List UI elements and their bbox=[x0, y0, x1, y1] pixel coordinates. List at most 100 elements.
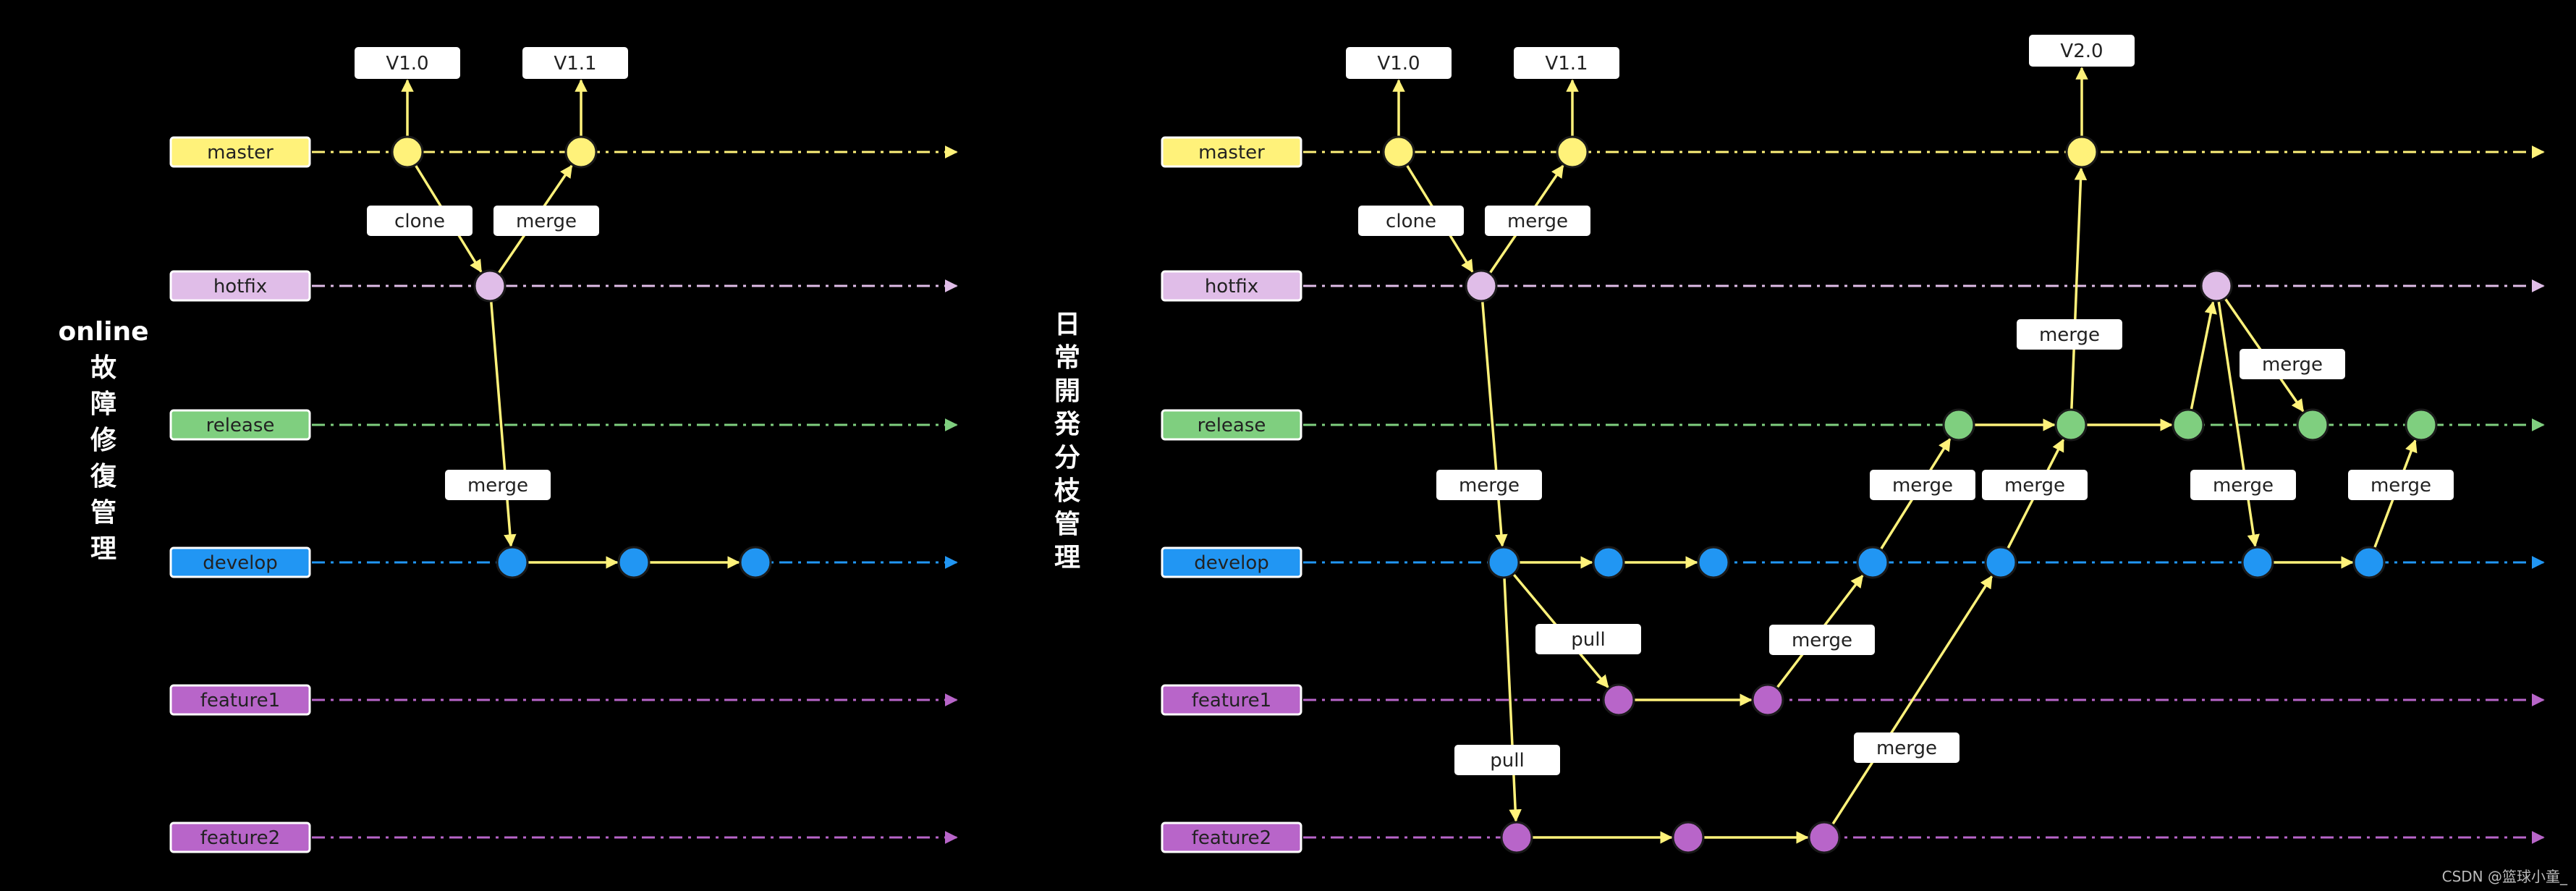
commit-node-develop bbox=[1487, 546, 1520, 579]
edge-label-merge: merge bbox=[2262, 354, 2323, 376]
edge-label-merge: merge bbox=[516, 211, 577, 232]
branch-label-feature2: feature2 bbox=[200, 827, 280, 849]
branch-label-feature1: feature1 bbox=[1192, 690, 1271, 711]
commit-node-release bbox=[2405, 408, 2438, 442]
edge-label-merge: merge bbox=[2004, 475, 2065, 497]
branch-box-release bbox=[169, 409, 311, 441]
commit-node-feature2 bbox=[1672, 821, 1705, 854]
tag-box bbox=[1346, 47, 1452, 79]
commit-node-master bbox=[391, 135, 424, 169]
diagram-title: 日常開発分枝管理 bbox=[1054, 310, 1081, 573]
edge-label-box bbox=[1982, 470, 2088, 500]
edge-label-clone: clone bbox=[1386, 211, 1436, 232]
commit-node-release bbox=[2172, 408, 2205, 442]
edge-label-box bbox=[2017, 319, 2122, 350]
commit-node-hotfix bbox=[1465, 269, 1498, 303]
edge-label-box bbox=[367, 206, 473, 236]
edge-h1-d1 bbox=[1480, 300, 1508, 547]
tag-label: V2.0 bbox=[2060, 41, 2103, 62]
commit-node-hotfix bbox=[2200, 269, 2233, 303]
branch-box-master bbox=[1161, 136, 1302, 168]
commit-node-feature1 bbox=[1751, 683, 1784, 717]
branch-label-master: master bbox=[207, 142, 274, 164]
edge-label-box bbox=[2348, 470, 2454, 500]
branch-box-release bbox=[1161, 409, 1302, 441]
branch-box-feature2 bbox=[169, 822, 311, 853]
commit-node-feature2 bbox=[1500, 821, 1533, 854]
edge-label-merge: merge bbox=[467, 475, 528, 497]
commit-node-develop bbox=[739, 546, 772, 579]
edge-label-box bbox=[1454, 745, 1560, 775]
edge-label-merge: merge bbox=[2370, 475, 2431, 497]
commit-node-develop bbox=[1592, 546, 1625, 579]
commit-node-release bbox=[1942, 408, 1975, 442]
edge-label-merge: merge bbox=[1892, 475, 1953, 497]
edge-label-pull: pull bbox=[1490, 750, 1524, 772]
commit-node-hotfix bbox=[473, 269, 507, 303]
edge-label-merge: merge bbox=[2039, 324, 2100, 346]
commit-node-release bbox=[2054, 408, 2088, 442]
edge-label-box bbox=[1870, 470, 1975, 500]
branch-box-develop bbox=[1161, 546, 1302, 578]
tag-label: V1.1 bbox=[554, 53, 596, 75]
tag-label: V1.0 bbox=[386, 53, 428, 75]
commit-node-develop bbox=[617, 546, 651, 579]
branch-label-hotfix: hotfix bbox=[1205, 276, 1258, 297]
edge-label-merge: merge bbox=[1876, 738, 1937, 759]
branch-box-feature1 bbox=[1161, 684, 1302, 716]
edge-label-box bbox=[2190, 470, 2296, 500]
edge-r2-m3 bbox=[2070, 167, 2088, 410]
edge-label-box bbox=[1485, 206, 1590, 236]
edge-label-box bbox=[2240, 349, 2345, 379]
tag-label: V1.0 bbox=[1377, 53, 1420, 75]
diagram-2: 日常開発分枝管理 bbox=[1054, 310, 1081, 573]
branch-box-develop bbox=[169, 546, 311, 578]
edge-label-clone: clone bbox=[394, 211, 445, 232]
edge-label-box bbox=[1769, 625, 1875, 655]
commit-node-feature2 bbox=[1808, 821, 1841, 854]
tag-box bbox=[2029, 35, 2135, 67]
edge-h2-d6 bbox=[2217, 300, 2260, 547]
branch-label-develop: develop bbox=[203, 552, 278, 574]
edge-label-box bbox=[1436, 470, 1542, 500]
branch-box-feature1 bbox=[169, 684, 311, 716]
edge-label-merge: merge bbox=[2213, 475, 2274, 497]
edge-label-pull: pull bbox=[1571, 629, 1605, 651]
edge-label-box bbox=[445, 470, 551, 500]
branch-box-hotfix bbox=[169, 270, 311, 302]
branch-label-hotfix: hotfix bbox=[213, 276, 267, 297]
edge-label-box bbox=[493, 206, 599, 236]
tag-box bbox=[522, 47, 628, 79]
commit-node-master bbox=[1556, 135, 1589, 169]
branch-label-master: master bbox=[1198, 142, 1265, 164]
commit-node-master bbox=[1382, 135, 1415, 169]
edge-f23-d5 bbox=[1831, 575, 1994, 826]
edge-d1-f21 bbox=[1503, 577, 1522, 822]
branch-box-hotfix bbox=[1161, 270, 1302, 302]
edge-label-merge: merge bbox=[1792, 630, 1852, 651]
branch-label-feature2: feature2 bbox=[1192, 827, 1271, 849]
commit-node-master bbox=[2065, 135, 2098, 169]
branch-box-feature2 bbox=[1161, 822, 1302, 853]
commit-node-develop bbox=[496, 546, 529, 579]
commit-node-master bbox=[564, 135, 598, 169]
branch-label-develop: develop bbox=[1194, 552, 1269, 574]
branch-label-release: release bbox=[1198, 415, 1266, 436]
commit-node-release bbox=[2296, 408, 2329, 442]
tag-box bbox=[1514, 47, 1619, 79]
commit-node-develop bbox=[1697, 546, 1730, 579]
edge-label-merge: merge bbox=[1507, 211, 1568, 232]
tag-box bbox=[355, 47, 460, 79]
commit-node-develop bbox=[1856, 546, 1889, 579]
watermark: CSDN @篮球小童_ bbox=[2442, 868, 2568, 885]
edge-h1-d1 bbox=[489, 300, 517, 547]
commit-node-develop bbox=[2352, 546, 2386, 579]
branch-label-feature1: feature1 bbox=[200, 690, 280, 711]
edge-label-box bbox=[1854, 732, 1959, 763]
edge-label-box bbox=[1358, 206, 1464, 236]
commit-node-develop bbox=[1984, 546, 2017, 579]
edge-label-merge: merge bbox=[1459, 475, 1520, 497]
